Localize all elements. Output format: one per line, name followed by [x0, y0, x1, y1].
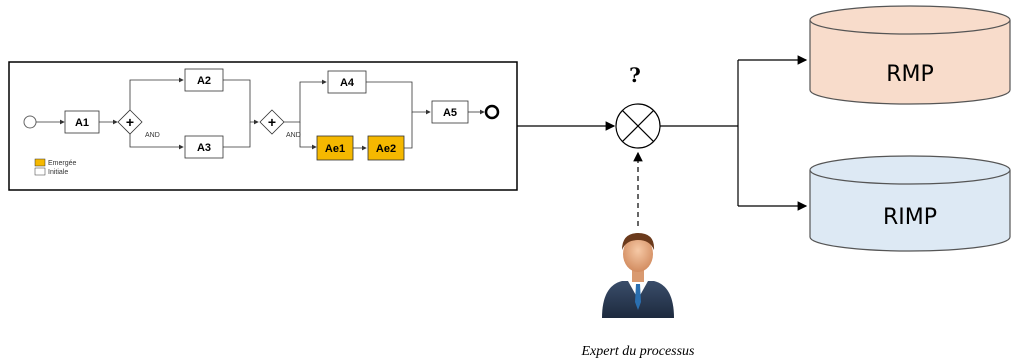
- end-event: [484, 104, 500, 120]
- task-a2: A2: [184, 68, 224, 92]
- task-a4: A4: [327, 70, 367, 94]
- rmp-label: RMP: [886, 62, 934, 87]
- rimp-repository: RIMP: [809, 155, 1011, 252]
- rimp-label: RIMP: [883, 205, 937, 230]
- task-a1: A1: [64, 110, 100, 134]
- and-gateway-2: + AND: [259, 109, 301, 139]
- and-gateway-1: + AND: [117, 109, 160, 139]
- task-ae2-label: Ae2: [376, 143, 396, 155]
- expert-avatar-icon: [602, 233, 674, 318]
- task-ae2: Ae2: [367, 135, 405, 161]
- question-mark: ?: [629, 63, 641, 87]
- expert-label: Expert du processus: [580, 344, 695, 359]
- svg-text:+: +: [126, 114, 134, 130]
- decision-node: [615, 103, 661, 149]
- output-branch: [660, 55, 808, 211]
- gateway-1-label: AND: [145, 132, 160, 139]
- task-ae1-label: Ae1: [325, 143, 345, 155]
- task-a4-label: A4: [340, 77, 355, 89]
- start-event: [23, 115, 37, 129]
- task-a3-label: A3: [197, 142, 211, 154]
- svg-text:+: +: [268, 114, 276, 130]
- task-ae1: Ae1: [316, 135, 354, 161]
- gateway-2-label: AND: [286, 132, 301, 139]
- process-model: A1 + AND A2 A3 + AND: [8, 61, 518, 191]
- task-a2-label: A2: [197, 75, 211, 87]
- task-a1-label: A1: [75, 117, 89, 129]
- task-a5-label: A5: [443, 107, 457, 119]
- rmp-repository: RMP: [809, 5, 1011, 105]
- task-a5: A5: [431, 100, 469, 124]
- legend-initial-label: Initiale: [48, 169, 68, 176]
- legend-emerged-label: Emergée: [48, 160, 77, 167]
- task-a3: A3: [184, 135, 224, 159]
- legend: Emergée Initiale: [34, 158, 77, 176]
